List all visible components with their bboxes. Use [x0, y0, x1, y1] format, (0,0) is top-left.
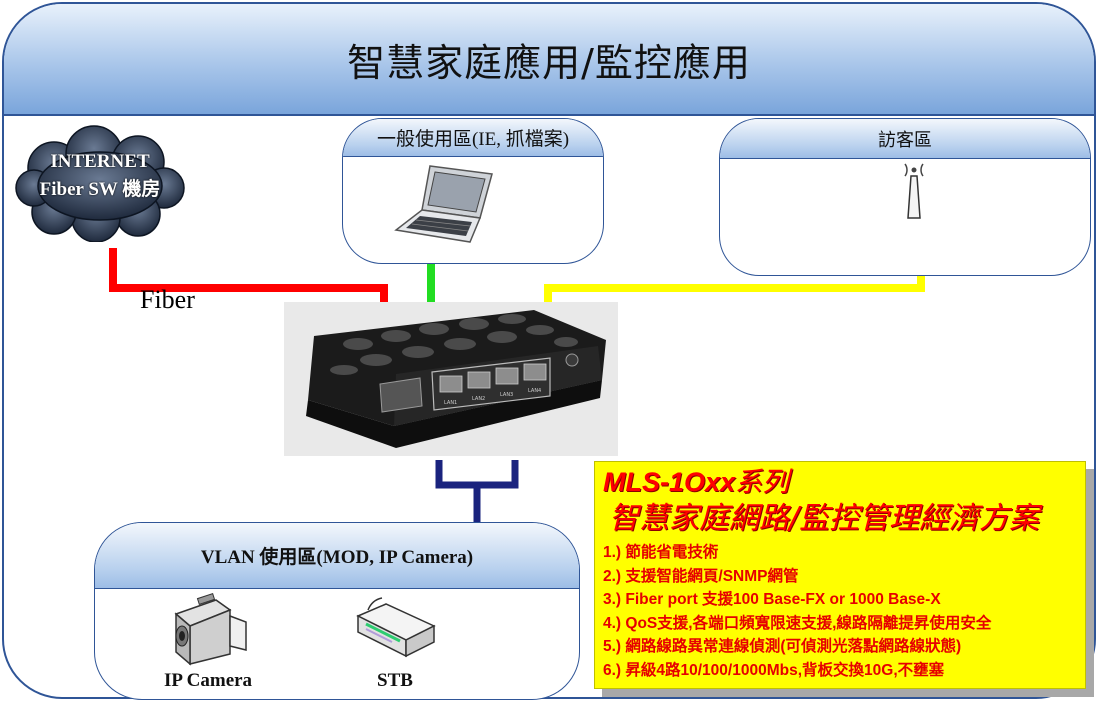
ip-camera-icon: [174, 593, 247, 666]
cloud-label-line1: INTERNET: [50, 151, 150, 172]
laptop-icon: [394, 165, 493, 243]
feature-title-model: MLS-1Oxx: [603, 467, 736, 497]
feature-list: 1.) 節能省電技術 2.) 支援智能網頁/SNMP網管 3.) Fiber p…: [603, 541, 1077, 682]
feature-item: 4.) QoS支援,各端口頻寬限速支援,線路隔離提昇使用安全: [603, 614, 992, 632]
vlan-line: [435, 460, 519, 489]
title-banner: 智慧家庭應用/監控應用: [4, 4, 1094, 116]
feature-box: MLS-1Oxx系列 智慧家庭網路/監控管理經濟方案 1.) 節能省電技術 2.…: [594, 461, 1086, 689]
feature-title-suffix: 系列: [735, 467, 790, 498]
cloud-label: INTERNET Fiber SW 機房: [14, 148, 186, 204]
router-device-icon: LAN1 LAN2 LAN3 LAN4: [284, 302, 618, 456]
feature-subtitle: 智慧家庭網路/監控管理經濟方案: [609, 501, 1040, 536]
router-port-label-3: LAN3: [500, 392, 513, 398]
wifi-antenna-icon: [904, 163, 924, 219]
internet-cloud-icon: [15, 125, 185, 242]
panel-general-use: 一般使用區(IE, 抓檔案): [342, 118, 604, 264]
page-title: 智慧家庭應用/監控應用: [347, 40, 751, 85]
router-port-label-4: LAN4: [528, 388, 541, 394]
ip-camera-label: IP Camera: [163, 670, 253, 691]
panel-guest-title: 訪客區: [720, 119, 1090, 159]
feature-item: 6.) 昇級4路10/100/1000Mbs,背板交換10G,不壅塞: [603, 661, 945, 679]
panel-guest: 訪客區: [719, 118, 1091, 276]
panel-general-use-title: 一般使用區(IE, 抓檔案): [343, 119, 603, 157]
panel-vlan: VLAN 使用區(MOD, IP Camera): [94, 522, 580, 700]
feature-title: MLS-1Oxx系列: [603, 466, 1077, 499]
stb-icon: [356, 597, 436, 658]
feature-item: 2.) 支援智能網頁/SNMP網管: [603, 567, 799, 585]
panel-vlan-title: VLAN 使用區(MOD, IP Camera): [95, 523, 579, 589]
router-port-label-2: LAN2: [472, 396, 485, 402]
router-port-label-1: LAN1: [444, 400, 457, 406]
fiber-line: [109, 248, 388, 305]
fiber-label: Fiber: [140, 285, 195, 314]
feature-item: 1.) 節能省電技術: [603, 544, 719, 561]
stb-label: STB: [377, 670, 413, 691]
feature-item: 3.) Fiber port 支援100 Base-FX or 1000 Bas…: [603, 591, 941, 608]
feature-item: 5.) 網路線路異常連線偵測(可偵測光落點網路線狀態): [603, 638, 962, 655]
cloud-label-line2: Fiber SW 機房: [39, 179, 161, 200]
